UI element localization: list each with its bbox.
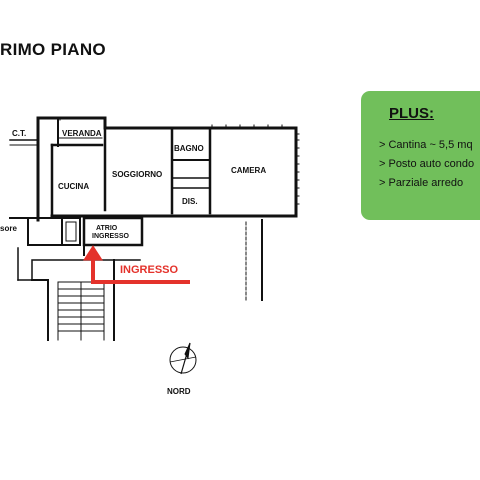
plus-item-cantina: > Cantina ~ 5,5 mq [379, 139, 473, 151]
room-label-dis: DIS. [182, 197, 198, 206]
room-label-ascensore: sore [0, 224, 17, 233]
compass-label: NORD [167, 387, 191, 396]
plus-panel: PLUS: > Cantina ~ 5,5 mq > Posto auto co… [361, 91, 480, 220]
page-title: RIMO PIANO [0, 40, 106, 59]
entrance-arrow [83, 245, 190, 284]
room-label-ct: C.T. [12, 129, 26, 138]
room-label-bagno: BAGNO [174, 144, 204, 153]
room-label-atrio: ATRIO [96, 225, 118, 232]
room-label-cucina: CUCINA [58, 182, 89, 191]
room-label-camera: CAMERA [231, 166, 266, 175]
room-label-ingresso: INGRESSO [92, 233, 130, 240]
plus-item-arredo: > Parziale arredo [379, 177, 464, 189]
entrance-label: INGRESSO [120, 264, 179, 276]
room-label-veranda: VERANDA [62, 129, 102, 138]
compass-icon [169, 342, 197, 375]
room-label-soggiorno: SOGGIORNO [112, 170, 162, 179]
plus-item-posto-auto: > Posto auto condo [379, 158, 475, 170]
plus-list: > Cantina ~ 5,5 mq > Posto auto condo > … [379, 136, 474, 193]
floor-plan-walls [9, 116, 300, 341]
plus-title: PLUS: [389, 105, 434, 122]
